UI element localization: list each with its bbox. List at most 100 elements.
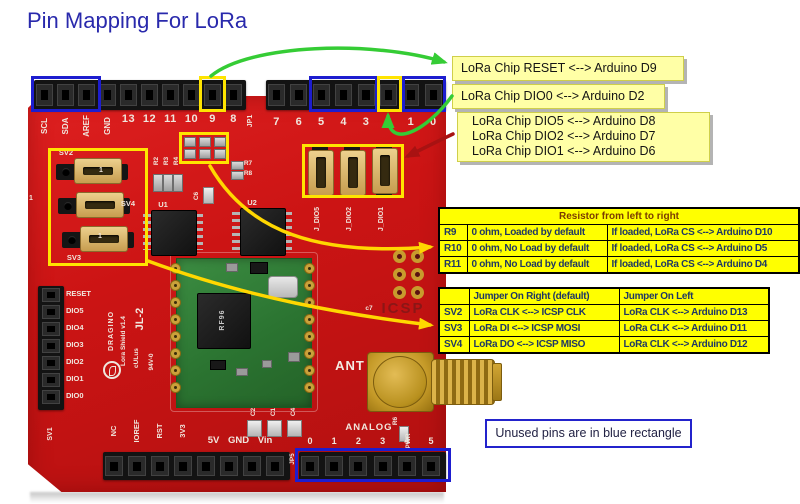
jumper-table-cell-0-2: LoRa CLK <--> Arduino D13 (618, 304, 770, 321)
silk-jp5: JP5 (289, 453, 296, 465)
silk-pwr: PWR (405, 433, 412, 449)
silk-ant: ANT (335, 358, 365, 373)
silk-c2: C2 (250, 407, 257, 417)
callout-dio-line-1: LoRa Chip DIO2 <--> Arduino D7 (472, 129, 656, 143)
r9-r11-resistor (199, 149, 211, 159)
r2-r4-resistor (153, 174, 163, 192)
silk-a1: 1 (331, 436, 337, 446)
brand-model-text: JL-2 (134, 307, 146, 331)
silk-sv2: SV2 (58, 148, 74, 157)
sv-jumper-shunt (74, 158, 122, 184)
silk-r6: R6 (392, 416, 399, 426)
castellation-pad (304, 382, 315, 393)
pin-socket (220, 456, 238, 476)
module-component-2 (210, 360, 226, 370)
header-bottom-right (299, 452, 446, 480)
pin-socket (402, 84, 420, 106)
r2-r4-resistor (163, 174, 173, 192)
pin-socket (424, 84, 442, 106)
silk-j-dio5: J_DIO5 (314, 206, 321, 232)
silk-dio1: DIO1 (66, 374, 84, 383)
module-component-3 (236, 368, 248, 376)
silk-d7: 7 (273, 116, 280, 128)
silk-pin1-mark-2: 1 (98, 233, 102, 240)
callout-dio-line-0: LoRa Chip DIO5 <--> Arduino D8 (472, 114, 656, 128)
rf96-chip-label: RF96 (219, 309, 226, 331)
silk-aref: AREF (81, 115, 91, 137)
callout-dio0: LoRa Chip DIO0 <--> Arduino D2 (452, 84, 665, 109)
castellation-pad (170, 314, 181, 325)
castellation-pad (170, 297, 181, 308)
pin-socket (325, 456, 344, 476)
pin-socket (42, 373, 60, 387)
pin-socket (183, 84, 200, 106)
ic-legs-2 (232, 212, 240, 250)
silk-d11: 11 (164, 113, 177, 125)
silk-dio5: DIO5 (66, 306, 84, 315)
pin-socket (380, 84, 397, 106)
sv-jumper-shunt (76, 192, 124, 218)
jumper-table-cell-2-1: LoRa DO <--> ICSP MISO (468, 336, 620, 354)
castellation-pad (170, 348, 181, 359)
resistor-table-cell-1-2: If loaded, LoRa CS <--> Arduino D5 (606, 240, 800, 257)
silk-r8: R8 (243, 170, 253, 177)
jumper-table-cell-0-1: LoRa CLK <--> ICSP CLK (468, 304, 620, 321)
silk-ioref: IOREF (132, 419, 141, 443)
callout-reset: LoRa Chip RESET <--> Arduino D9 (452, 56, 684, 81)
silk-d13: 13 (121, 113, 136, 125)
green-arrow-reset-d9 (209, 46, 448, 78)
silk-power-row: 5V GND Vin (207, 435, 273, 446)
module-crystal (268, 276, 298, 298)
sv-jumper-hole (62, 168, 70, 176)
r9-r11-resistor (214, 137, 226, 147)
castellation-pad (170, 382, 181, 393)
brand-text: DRAGINO (108, 310, 115, 352)
pin-socket (422, 456, 440, 476)
silk-pin1-mark-1: 1 (29, 195, 33, 202)
resistor-table-cell-1-0: R10 (438, 240, 468, 257)
bottom-capacitor-0 (247, 420, 262, 437)
header-bottom-left (103, 452, 290, 480)
silk-analog-title: ANALOG (345, 422, 393, 433)
u1-chip (151, 210, 197, 256)
silk-gnd: GND (102, 117, 112, 135)
silk-d3: 3 (362, 116, 370, 128)
dio-jumper-shunt (308, 150, 334, 196)
pin-socket (42, 339, 60, 353)
pin-socket (301, 456, 319, 476)
header-top-left (34, 80, 246, 110)
silk-sv4: SV4 (120, 199, 136, 208)
silk-u1: U1 (158, 200, 168, 209)
pin-socket (397, 456, 416, 476)
ic-legs-1 (195, 214, 203, 250)
silk-d10: 10 (184, 113, 199, 125)
pin-socket (174, 456, 192, 476)
pin-socket (141, 84, 158, 106)
resistor-table-cell-0-0: R9 (438, 224, 468, 241)
silk-scl: SCL (39, 118, 49, 134)
jumper-table-col-1: Jumper On Right (default) (468, 287, 620, 305)
silk-d6: 6 (295, 116, 303, 128)
silk-sda: SDA (60, 117, 70, 135)
pin-socket (312, 84, 330, 106)
bottom-capacitor-2 (287, 420, 302, 437)
silk-d8: 8 (230, 113, 237, 125)
silk-reset: RESET (66, 289, 92, 298)
pin-socket (357, 84, 375, 106)
jumper-table-col-0 (438, 287, 470, 305)
silk-dio4: DIO4 (66, 323, 84, 332)
pin-socket (42, 356, 60, 370)
pin-socket (57, 84, 74, 106)
silk-r7: R7 (243, 160, 253, 167)
castellation-pad (304, 280, 315, 291)
sma-disc (373, 356, 427, 408)
pin-socket (99, 84, 116, 106)
sv-jumper-shunt (80, 226, 128, 252)
pin-socket (36, 84, 53, 106)
pin-socket (42, 305, 60, 319)
silk-c7: c7 (365, 305, 373, 312)
icsp-pad (411, 250, 424, 263)
silk-d9: 9 (209, 113, 216, 125)
pwr-led (399, 426, 409, 442)
